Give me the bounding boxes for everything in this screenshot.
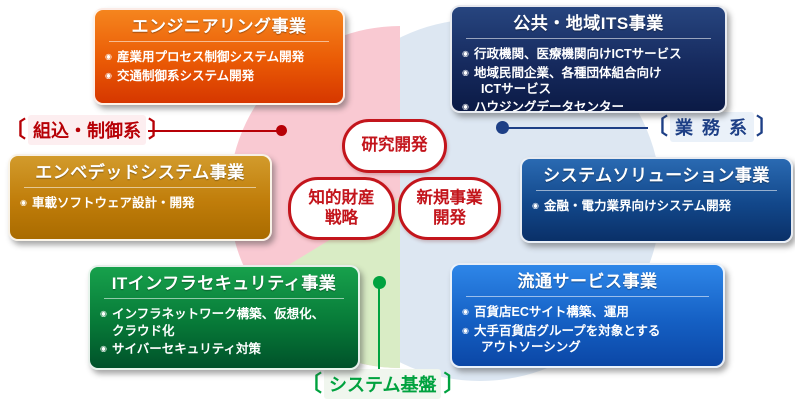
title-separator — [466, 38, 711, 40]
bullet-text: サイバーセキュリティ対策 — [111, 341, 261, 356]
list-item: ◉ 大手百貨店グループを対象とする アウトソーシング — [462, 322, 715, 357]
list-item: ◉ 地域民間企業、各種団体組合向け ICTサービス — [462, 64, 717, 99]
bullet-icon: ◉ — [100, 343, 107, 353]
title-separator — [109, 41, 329, 43]
bullet-icon: ◉ — [462, 49, 469, 59]
bullet-text: 百貨店ECサイト構築、運用 — [473, 305, 629, 320]
category-label-text: 業 務 系 — [670, 112, 755, 142]
category-label-text: 組込・制御系 — [28, 115, 147, 145]
list-item: ◉ インフラネットワーク構築、仮想化、 クラウド化 — [100, 305, 350, 340]
category-label-system-base: 〔 システム基盤 〕 — [300, 369, 466, 399]
list-item: ◉ ハウジングデータセンター — [462, 98, 717, 116]
connector-dot-business — [496, 121, 509, 134]
connector-line-business — [503, 127, 648, 129]
business-box-title: 流通サービス事業 — [517, 272, 658, 291]
bracket-open: 〔 — [646, 114, 669, 139]
list-item: ◉ 産業用プロセス制御システム開発 — [105, 48, 335, 66]
business-box-title: エンジニアリング事業 — [131, 17, 307, 36]
title-separator — [536, 190, 777, 192]
bullet-icon: ◉ — [462, 102, 469, 112]
list-item: ◉ 百貨店ECサイト構築、運用 — [462, 303, 715, 321]
bullet-text: 金融・電力業界向けシステム開発 — [543, 199, 732, 214]
business-box-title: エンベデッドシステム事業 — [35, 163, 245, 182]
bullet-text: 産業用プロセス制御システム開発 — [116, 50, 305, 65]
list-item: ◉ 車載ソフトウェア設計・開発 — [20, 194, 262, 212]
bubble-ip-strategy: 知的財産 戦略 — [288, 177, 395, 240]
bullet-icon: ◉ — [532, 201, 539, 211]
connector-line-embedded-control — [148, 130, 280, 132]
bullet-text: 地域民間企業、各種団体組合向け ICTサービス — [473, 65, 662, 96]
business-box-public-its: 公共・地域ITS事業 ◉ 行政機関、医療機関向けICTサービス ◉ 地域民間企業… — [450, 5, 727, 116]
bullet-icon: ◉ — [462, 325, 469, 335]
bullet-text: ハウジングデータセンター — [473, 100, 624, 115]
bubble-label: 研究開発 — [361, 136, 428, 155]
category-label-embedded-control: 〔 組込・制御系 〕 — [4, 115, 170, 145]
bullet-text: インフラネットワーク構築、仮想化、 クラウド化 — [111, 307, 325, 338]
bullet-icon: ◉ — [100, 309, 107, 319]
list-item: ◉ サイバーセキュリティ対策 — [100, 340, 350, 358]
bubble-research-development: 研究開発 — [342, 119, 447, 173]
bullet-text: 大手百貨店グループを対象とする アウトソーシング — [473, 323, 661, 354]
bullet-icon: ◉ — [105, 52, 112, 62]
bullet-icon: ◉ — [20, 198, 27, 208]
business-box-system-solution: システムソリューション事業 ◉ 金融・電力業界向けシステム開発 — [520, 157, 793, 243]
business-box-engineering: エンジニアリング事業 ◉ 産業用プロセス制御システム開発 ◉ 交通制御系システム… — [93, 8, 345, 105]
bullet-icon: ◉ — [462, 307, 469, 317]
business-box-it-infra-security: ITインフラセキュリティ事業 ◉ インフラネットワーク構築、仮想化、 クラウド化… — [88, 265, 360, 370]
business-box-embedded-system: エンベデッドシステム事業 ◉ 車載ソフトウェア設計・開発 — [8, 154, 272, 241]
title-separator — [104, 298, 344, 300]
bracket-close: 〕 — [756, 114, 779, 139]
connector-dot-system-base — [373, 276, 386, 289]
bracket-open: 〔 — [4, 117, 27, 142]
list-item: ◉ 行政機関、医療機関向けICTサービス — [462, 45, 717, 63]
bubble-new-business-development: 新規事業 開発 — [398, 177, 501, 240]
connector-dot-embedded-control — [276, 125, 287, 136]
title-separator — [24, 187, 256, 189]
bubble-label: 新規事業 開発 — [416, 188, 483, 227]
business-box-distribution-service: 流通サービス事業 ◉ 百貨店ECサイト構築、運用 ◉ 大手百貨店グループを対象と… — [450, 263, 725, 368]
business-box-title: ITインフラセキュリティ事業 — [111, 274, 337, 293]
list-item: ◉ 金融・電力業界向けシステム開発 — [532, 197, 783, 215]
bullet-text: 車載ソフトウェア設計・開発 — [31, 196, 195, 211]
bubble-label: 知的財産 戦略 — [308, 188, 375, 227]
business-box-title: 公共・地域ITS事業 — [513, 14, 664, 33]
business-box-title: システムソリューション事業 — [543, 166, 770, 185]
category-label-business: 〔 業 務 系 〕 — [646, 112, 778, 142]
connector-line-system-base — [378, 283, 380, 372]
bullet-icon: ◉ — [462, 67, 469, 77]
category-label-text: システム基盤 — [324, 369, 442, 399]
title-separator — [466, 296, 709, 298]
bullet-text: 行政機関、医療機関向けICTサービス — [473, 47, 682, 62]
bracket-close: 〕 — [443, 371, 466, 396]
list-item: ◉ 交通制御系システム開発 — [105, 67, 335, 85]
bullet-icon: ◉ — [105, 70, 112, 80]
bullet-text: 交通制御系システム開発 — [116, 68, 255, 83]
bracket-close: 〕 — [148, 117, 171, 142]
bracket-open: 〔 — [300, 371, 323, 396]
